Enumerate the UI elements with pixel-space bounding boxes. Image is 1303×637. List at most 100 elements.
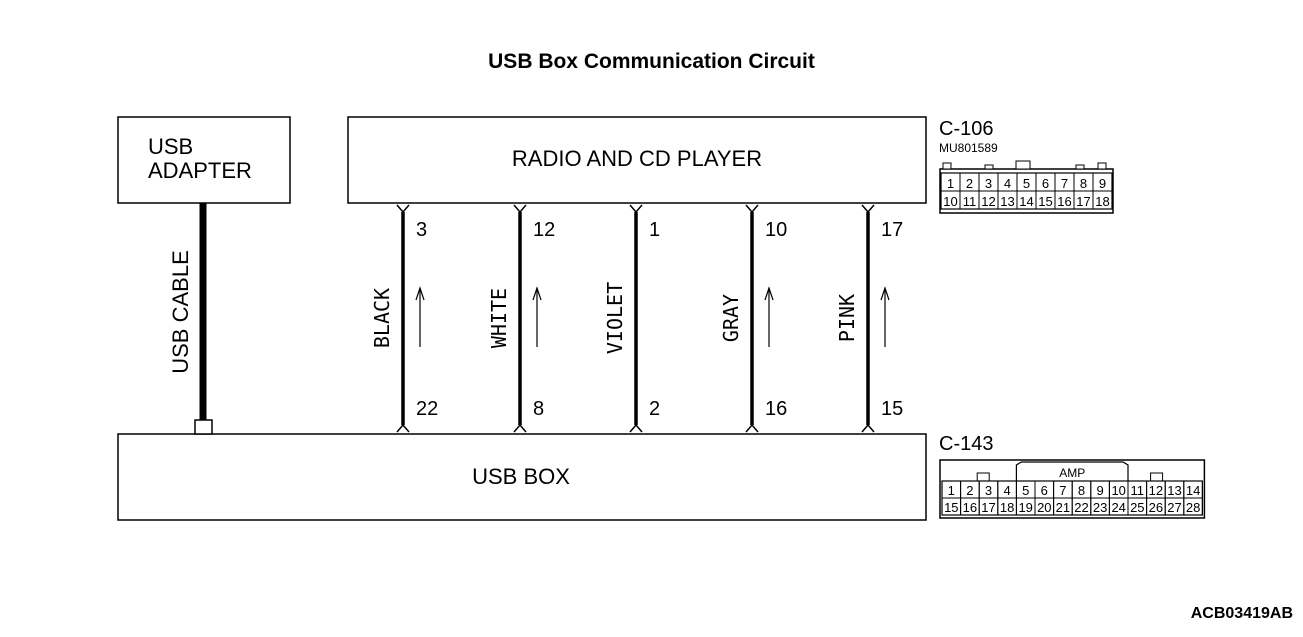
connector-pin-number: 8 [1078, 483, 1085, 498]
connector-pin-number: 13 [1167, 483, 1181, 498]
connector-pin-number: 11 [963, 194, 977, 209]
pin-bottom-label: 16 [765, 398, 787, 420]
connector-pin-number: 15 [944, 500, 958, 515]
connector-pin-number: 25 [1130, 500, 1144, 515]
connector-pin-number: 6 [1041, 483, 1048, 498]
connector-pin-number: 15 [1038, 194, 1052, 209]
connector-pin-number: 14 [1186, 483, 1200, 498]
c106-key-tab [1075, 164, 1085, 170]
terminal-mark-bottom [513, 423, 527, 433]
c143-key-tab [976, 472, 990, 482]
signal-arrow-head [880, 286, 890, 301]
c143-amp-tag: AMP [1059, 466, 1085, 480]
usb-box-label: USB BOX [472, 464, 570, 489]
c143-latch [1015, 461, 1129, 481]
pin-top-label: 10 [765, 219, 787, 241]
connector-pin-number: 5 [1022, 483, 1029, 498]
terminal-mark-top [861, 204, 875, 214]
wire-color-label: BLACK [370, 288, 394, 348]
connector-pin-number: 20 [1037, 500, 1051, 515]
connector-pin-number: 9 [1099, 176, 1106, 191]
connector-pin-number: 2 [966, 483, 973, 498]
connector-pin-number: 3 [985, 483, 992, 498]
connector-pin-number: 13 [1000, 194, 1014, 209]
connector-pin-number: 19 [1018, 500, 1032, 515]
signal-arrow-head [415, 286, 425, 301]
terminal-mark-top [513, 204, 527, 214]
wire-color-label: VIOLET [603, 282, 627, 354]
connector-pin-number: 8 [1080, 176, 1087, 191]
c143-connector-id: C-143 [939, 433, 993, 455]
terminal-mark-top [629, 204, 643, 214]
connector-pin-number: 1 [948, 483, 955, 498]
connector-pin-number: 21 [1056, 500, 1070, 515]
connector-pin-number: 16 [963, 500, 977, 515]
wire-color-label: PINK [835, 294, 859, 342]
connector-pin-number: 4 [1003, 483, 1010, 498]
connector-pin-number: 18 [1095, 194, 1109, 209]
wire-color-label: WHITE [487, 288, 511, 348]
terminal-mark-bottom [861, 423, 875, 433]
terminal-mark-bottom [629, 423, 643, 433]
connector-pin-cell [1183, 497, 1203, 516]
wire-white: 12 8 WHITE [487, 204, 555, 433]
c106-key-tab [984, 164, 994, 170]
c106-side-tab [1097, 162, 1107, 170]
connector-pin-number: 7 [1061, 176, 1068, 191]
connector-pin-number: 26 [1149, 500, 1163, 515]
c106-part-number: MU801589 [939, 141, 998, 155]
connector-pin-number: 16 [1057, 194, 1071, 209]
diagram-title: USB Box Communication Circuit [488, 50, 815, 73]
usb-adapter-label-line1: USB [148, 134, 193, 159]
signal-arrow-head [764, 286, 774, 301]
connector-pin-number: 11 [1131, 483, 1145, 498]
terminal-mark-bottom [745, 423, 759, 433]
radio-cd-player-box [347, 116, 927, 204]
connector-pin-number: 4 [1004, 176, 1011, 191]
connector-pin-number: 17 [1076, 194, 1090, 209]
pin-bottom-label: 22 [416, 398, 438, 420]
connector-pin-number: 24 [1111, 500, 1125, 515]
connector-pin-number: 14 [1019, 194, 1033, 209]
terminal-mark-top [396, 204, 410, 214]
terminal-mark-bottom [396, 423, 410, 433]
connector-pin-number: 23 [1093, 500, 1107, 515]
c106-side-tab [942, 162, 952, 170]
connector-pin-cell [1092, 190, 1113, 210]
connector-pin-number: 27 [1167, 500, 1181, 515]
connector-pin-number: 10 [1111, 483, 1125, 498]
connector-pin-number: 6 [1042, 176, 1049, 191]
usb-cable-plug [194, 419, 213, 435]
c106-lock-tab [1015, 160, 1031, 170]
pin-top-label: 12 [533, 219, 555, 241]
connector-pin-number: 1 [947, 176, 954, 191]
signal-arrow-head [532, 286, 542, 301]
connector-pin-number: 17 [981, 500, 995, 515]
usb-cable-label: USB CABLE [168, 250, 193, 374]
pin-top-label: 3 [416, 219, 427, 241]
connector-pin-number: 7 [1059, 483, 1066, 498]
connector-pin-number: 22 [1074, 500, 1088, 515]
reference-code: ACB03419AB [1190, 605, 1293, 622]
c143-key-tab [1150, 472, 1164, 482]
connector-pin-number: 28 [1186, 500, 1200, 515]
connector-pin-number: 9 [1096, 483, 1103, 498]
c106-connector-id: C-106 [939, 118, 993, 140]
pin-bottom-label: 8 [533, 398, 544, 420]
terminal-mark-top [745, 204, 759, 214]
pin-top-label: 1 [649, 219, 660, 241]
c143-housing [939, 459, 1206, 519]
connector-pin-number: 12 [981, 194, 995, 209]
connector-pin-number: 10 [943, 194, 957, 209]
connector-pin-number: 3 [985, 176, 992, 191]
connector-pin-number: 18 [1000, 500, 1014, 515]
connector-pin-number: 12 [1149, 483, 1163, 498]
wire-black: 3 22 BLACK [370, 204, 438, 433]
